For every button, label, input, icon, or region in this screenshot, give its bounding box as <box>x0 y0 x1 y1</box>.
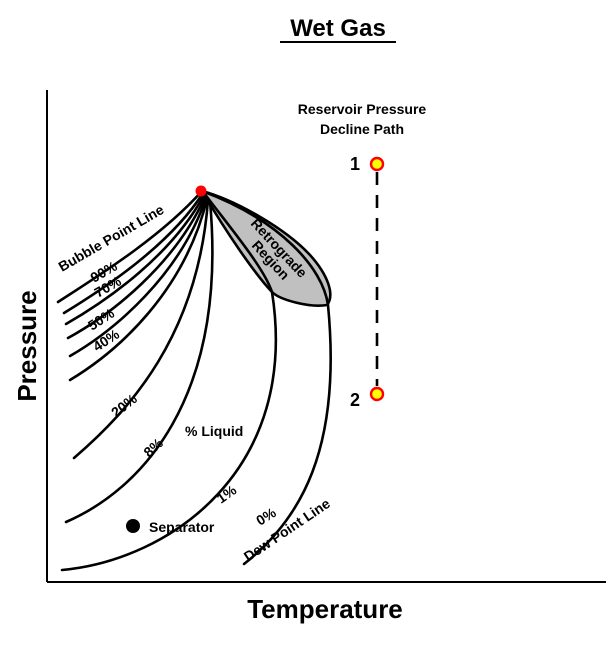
separator-marker <box>126 519 140 533</box>
quality-line-20 <box>72 198 210 460</box>
reservoir-point-2-marker <box>369 386 385 402</box>
bubble-point-line <box>56 189 204 304</box>
reservoir-path-title-line1: Reservoir Pressure <box>298 101 427 117</box>
reservoir-point-2-label: 2 <box>350 390 360 410</box>
quality-line-1 <box>60 191 278 572</box>
dew-point-label: Dew Point Line <box>241 495 333 564</box>
x-axis-label: Temperature <box>247 594 403 624</box>
reservoir-path-title-line2: Decline Path <box>320 121 404 137</box>
quality-line-8 <box>64 199 214 524</box>
separator-label: Separator <box>149 519 215 535</box>
critical-point <box>195 185 207 197</box>
dew-point-line <box>200 189 332 566</box>
quality-line-90 <box>62 191 205 315</box>
diagram-title: Wet Gas <box>290 15 386 42</box>
percent-liquid-label: % Liquid <box>185 423 243 439</box>
quality-line-70 <box>64 193 206 326</box>
reservoir-point-1-marker <box>369 156 385 172</box>
y-axis-label: Pressure <box>12 290 42 401</box>
quality-line-50 <box>66 195 207 340</box>
quality-label-1: 1% <box>214 481 240 506</box>
quality-label-0: 0% <box>253 504 279 529</box>
quality-line-38 <box>68 197 209 382</box>
quality-line-40 <box>68 196 208 358</box>
reservoir-point-1-label: 1 <box>350 154 360 174</box>
